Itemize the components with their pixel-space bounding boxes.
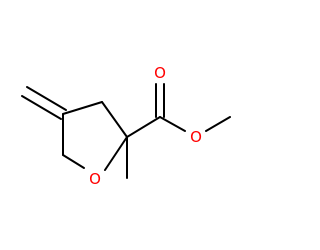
bond-ch2-exo-double-line-2	[21, 95, 62, 120]
bond-c3-c2	[101, 101, 128, 138]
carbonyl-oxygen-label: O	[154, 64, 166, 82]
ester-oxygen-label: O	[190, 128, 202, 146]
chemical-structure: O O O	[21, 64, 231, 188]
bond-c4-c3	[62, 101, 103, 115]
ring-oxygen-label: O	[89, 170, 101, 188]
bond-o1-c2	[104, 136, 128, 171]
bond-ester-o-methyl	[205, 116, 231, 132]
bond-c5-o1	[62, 154, 85, 169]
bond-ch2-exo-double-line-1	[26, 86, 67, 111]
bond-carboxyl-ester-o	[159, 116, 186, 132]
bond-c2-carboxyl	[126, 116, 161, 138]
atom-labels: O O O	[89, 64, 202, 188]
bonds	[21, 83, 231, 179]
